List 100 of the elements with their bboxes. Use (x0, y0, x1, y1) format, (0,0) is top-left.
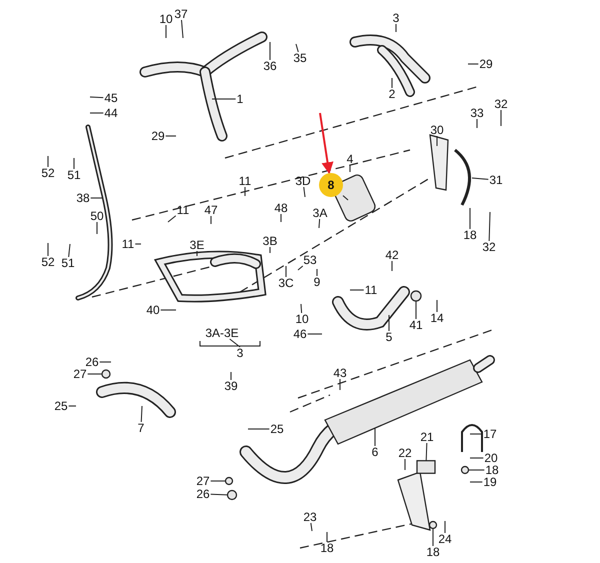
callout-number: 3B (262, 235, 278, 247)
leader-line (300, 304, 302, 314)
callout-number: 11 (364, 284, 378, 296)
callout-number: 32 (481, 241, 497, 253)
leader-line (212, 98, 236, 100)
leader-line (68, 244, 70, 258)
callout-number: 40 (145, 304, 161, 316)
leader-line (326, 532, 328, 542)
leader-line (140, 406, 142, 422)
callout-number: 2 (388, 88, 396, 100)
callout-number: 17 (482, 428, 498, 440)
callout-number: 48 (273, 202, 289, 214)
callout-number: 25 (269, 423, 285, 435)
callout-number: 47 (203, 204, 219, 216)
leader-line (472, 178, 489, 180)
leader-line (488, 212, 490, 242)
leader-line (296, 44, 299, 52)
leader-line (476, 118, 478, 128)
callout-number: 4 (346, 153, 354, 165)
callout-number: 29 (150, 130, 166, 142)
callout-number: 41 (408, 319, 424, 331)
callout-number: 3 (236, 347, 244, 359)
callout-number: 18 (484, 464, 500, 476)
highlighted-callout-number: 8 (319, 173, 343, 197)
leader-line (404, 458, 406, 470)
leader-line (298, 266, 304, 270)
leader-line (342, 195, 348, 200)
leader-line (168, 215, 176, 222)
callout-number: 37 (173, 8, 189, 20)
callout-number: 46 (292, 328, 308, 340)
callout-number: 10 (158, 13, 174, 25)
leader-line (444, 520, 446, 534)
leader-line (196, 250, 198, 256)
callout-number: 35 (292, 52, 308, 64)
callout-number: 36 (262, 60, 278, 72)
callout-number: 5 (384, 331, 394, 343)
callout-number: 9 (312, 276, 322, 288)
leader-line (280, 214, 282, 222)
callout-number: 52 (40, 256, 56, 268)
callout-number: 7 (136, 422, 146, 434)
callout-number: 11 (120, 238, 136, 250)
callout-number: 33 (469, 107, 485, 119)
leader-line (210, 494, 228, 496)
callout-number: 23 (302, 511, 318, 523)
leader-line (96, 222, 98, 234)
leader-line (181, 20, 184, 38)
leader-line (388, 314, 390, 332)
callout-number: 3A (312, 207, 328, 219)
callout-number: 3E (188, 239, 206, 251)
callout-number: 51 (60, 257, 76, 269)
leader-line (244, 186, 246, 196)
callout-number: 44 (103, 107, 119, 119)
callout-number: 3A-3E (204, 327, 240, 339)
callout-number: 21 (419, 431, 435, 443)
callout-number: 24 (437, 533, 453, 545)
callout-number: 18 (462, 229, 478, 241)
callout-number: 38 (75, 192, 91, 204)
callout-number: 53 (302, 254, 318, 266)
leader-line (229, 338, 240, 348)
callout-number: 14 (429, 312, 445, 324)
fastener-part (226, 490, 238, 500)
leader-line (426, 442, 428, 462)
callout-number: 27 (72, 368, 88, 380)
callout-number: 6 (370, 446, 380, 458)
callout-number: 3D (294, 175, 312, 187)
leader-line (318, 218, 320, 228)
callout-number: 11 (176, 204, 190, 216)
leader-line (230, 372, 232, 380)
callout-number: 45 (103, 92, 119, 104)
callout-number: 31 (488, 174, 504, 186)
leader-line (210, 480, 226, 482)
leader-line (432, 528, 434, 546)
leader-line (316, 268, 318, 276)
leader-line (90, 112, 104, 114)
callout-number: 3C (277, 277, 295, 289)
leader-line (310, 522, 312, 532)
leader-line (248, 428, 270, 430)
callout-number: 18 (425, 546, 441, 558)
leader-line (436, 300, 438, 312)
fastener-part (224, 476, 234, 486)
callout-number: 43 (332, 367, 348, 379)
callout-number: 10 (294, 313, 310, 325)
callout-number: 11 (238, 175, 252, 187)
fastener-part (428, 520, 438, 530)
callout-number: 26 (195, 488, 211, 500)
callout-number: 32 (493, 98, 509, 110)
leader-line (303, 186, 306, 198)
callout-number: 29 (478, 58, 494, 70)
rubber-mount-part (416, 460, 436, 474)
leader-line (436, 136, 438, 146)
callout-number: 19 (482, 476, 498, 488)
fastener-part (460, 466, 470, 474)
callout-number: 51 (66, 169, 82, 181)
callout-number: 1 (236, 93, 244, 105)
callout-number: 30 (429, 124, 445, 136)
fastener-part (101, 369, 111, 379)
callout-number: 42 (384, 249, 400, 261)
leader-line (90, 96, 104, 98)
callout-number: 3 (392, 12, 400, 24)
leader-line (374, 428, 376, 446)
